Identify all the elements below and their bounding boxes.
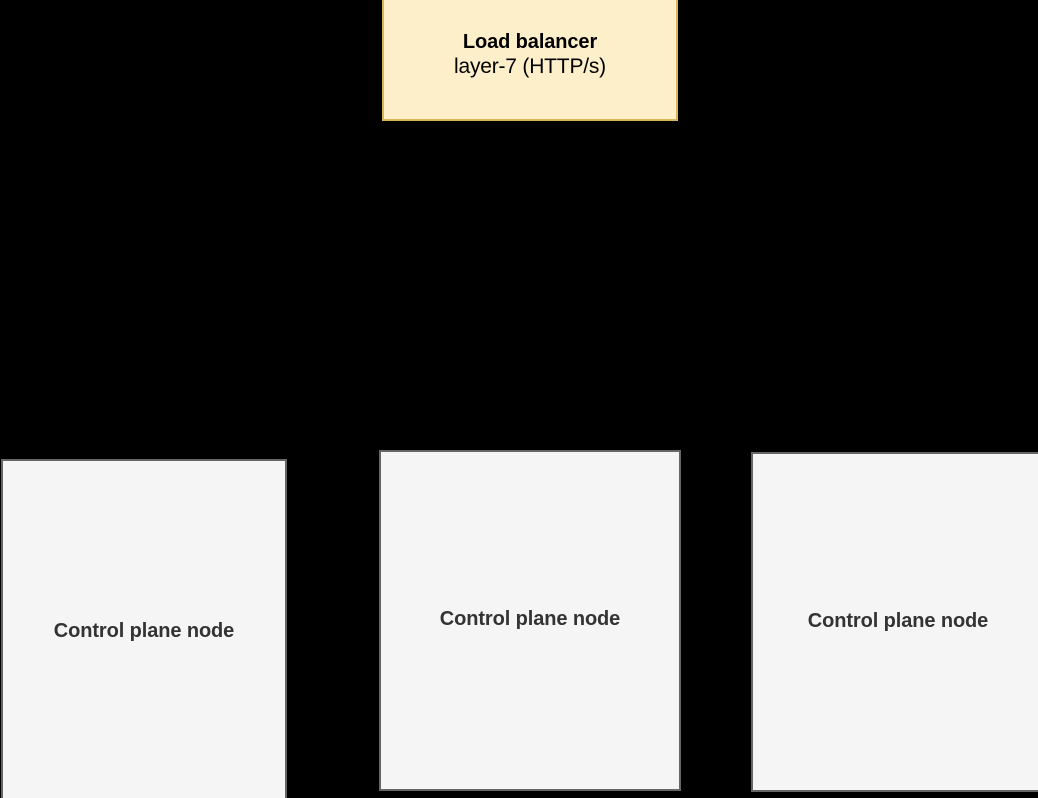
node-control-plane-1[interactable]: Control plane node <box>1 459 287 798</box>
node-control-plane-2[interactable]: Control plane node <box>379 450 681 791</box>
node-control-plane-3[interactable]: Control plane node <box>751 452 1038 792</box>
load-balancer-text-block: Load balancer layer-7 (HTTP/s) <box>454 31 606 79</box>
control-plane-2-label: Control plane node <box>439 608 621 630</box>
control-plane-3-label: Control plane node <box>807 610 989 632</box>
node-load-balancer[interactable]: Load balancer layer-7 (HTTP/s) <box>382 0 678 121</box>
load-balancer-title: Load balancer <box>462 31 598 54</box>
control-plane-1-label: Control plane node <box>53 620 235 642</box>
load-balancer-subtitle: layer-7 (HTTP/s) <box>454 54 606 78</box>
